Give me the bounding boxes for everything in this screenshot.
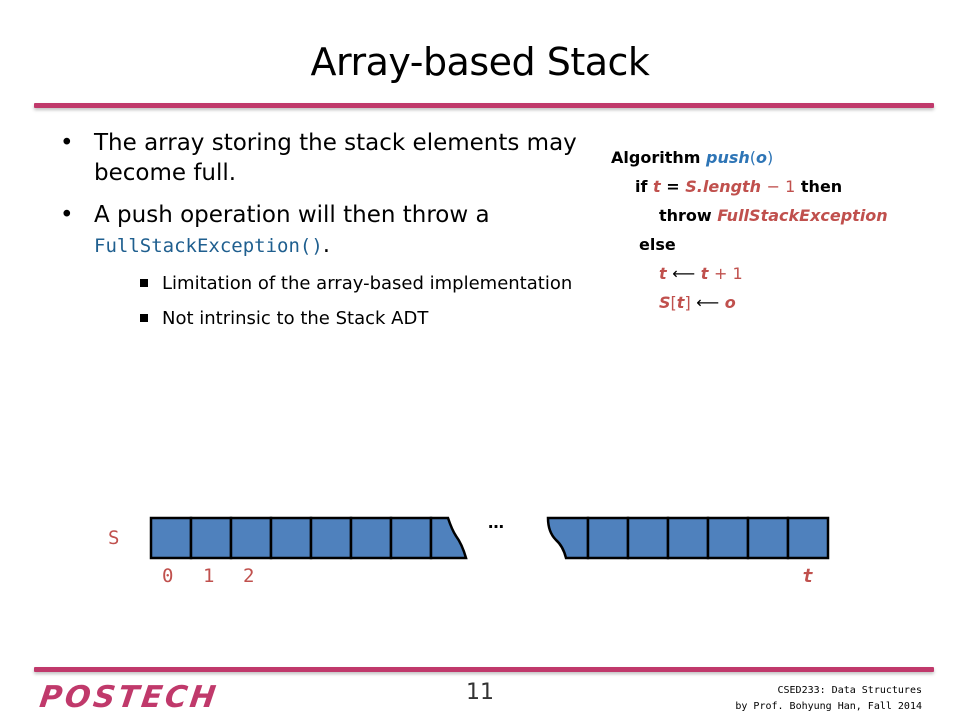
algo-keyword: else bbox=[639, 235, 676, 254]
algo-bracket: [ bbox=[670, 293, 677, 312]
algo-minus: − 1 bbox=[766, 177, 796, 196]
bullet-dot: • bbox=[60, 202, 74, 228]
algo-paren: ( bbox=[749, 148, 756, 167]
bullet-text: The array storing the stack elements may… bbox=[94, 130, 577, 186]
algo-var: t bbox=[653, 177, 661, 196]
algo-expr: S.length bbox=[685, 177, 762, 196]
algo-line-4: else bbox=[611, 230, 888, 259]
bullet-item: • A push operation will then throw a Ful… bbox=[60, 200, 580, 331]
algo-var: S bbox=[659, 293, 671, 312]
algo-function: push bbox=[705, 148, 750, 167]
bullet-list: • The array storing the stack elements m… bbox=[60, 128, 580, 343]
array-cell bbox=[706, 516, 750, 560]
algo-line-3: throw FullStackException bbox=[611, 201, 888, 230]
page-number: 11 bbox=[466, 680, 494, 705]
algo-var: o bbox=[724, 293, 736, 312]
ellipsis: … bbox=[488, 513, 504, 532]
array-cell bbox=[149, 516, 193, 560]
title-divider bbox=[34, 103, 934, 108]
algo-op: = bbox=[666, 177, 680, 196]
assign-arrow: ⟵ bbox=[696, 293, 720, 312]
algo-var: t bbox=[676, 293, 685, 312]
algo-plus: + 1 bbox=[713, 264, 743, 283]
index-label: 1 bbox=[203, 565, 214, 587]
algo-paren: ) bbox=[767, 148, 774, 167]
square-bullet bbox=[140, 279, 148, 287]
array-cell bbox=[586, 516, 630, 560]
algo-line-6: S[t] ⟵ o bbox=[611, 288, 888, 317]
algo-line-1: Algorithm push(o) bbox=[611, 143, 888, 172]
course-credit: CSED233: Data Structures by Prof. Bohyun… bbox=[735, 683, 922, 715]
course-name: CSED233: Data Structures bbox=[777, 685, 923, 696]
index-label: 0 bbox=[162, 565, 173, 587]
top-index-label: t bbox=[802, 565, 813, 587]
sub-bullet-item: Not intrinsic to the Stack ADT bbox=[94, 306, 580, 331]
index-label: 2 bbox=[243, 565, 254, 587]
algo-bracket: ] bbox=[684, 293, 691, 312]
exception-code: FullStackException() bbox=[94, 235, 323, 257]
course-author: by Prof. Bohyung Han, Fall 2014 bbox=[735, 701, 922, 712]
array-label: S bbox=[108, 527, 119, 549]
array-cell bbox=[349, 516, 393, 560]
bullet-item: • The array storing the stack elements m… bbox=[60, 128, 580, 188]
bullet-text: A push operation will then throw a bbox=[94, 202, 490, 228]
algo-keyword: Algorithm bbox=[611, 148, 701, 167]
algo-arg: o bbox=[756, 148, 767, 167]
sub-bullet-text: Limitation of the array-based implementa… bbox=[162, 273, 573, 294]
array-cell bbox=[666, 516, 710, 560]
algo-line-2: if t = S.length − 1 then bbox=[611, 172, 888, 201]
array-cell bbox=[229, 516, 273, 560]
broken-cell-left bbox=[429, 516, 468, 560]
algo-var: t bbox=[700, 264, 709, 283]
bullet-dot: • bbox=[60, 130, 74, 156]
push-algorithm: Algorithm push(o) if t = S.length − 1 th… bbox=[611, 143, 888, 317]
broken-cell-right bbox=[546, 516, 590, 560]
right-array-segment bbox=[546, 516, 830, 560]
sub-bullet-item: Limitation of the array-based implementa… bbox=[94, 271, 580, 296]
array-cell bbox=[786, 516, 830, 560]
square-bullet bbox=[140, 314, 148, 322]
array-cell bbox=[626, 516, 670, 560]
slide-title: Array-based Stack bbox=[310, 40, 650, 84]
array-cell bbox=[269, 516, 313, 560]
array-cell bbox=[189, 516, 233, 560]
algo-line-5: t ⟵ t + 1 bbox=[611, 259, 888, 288]
array-cell bbox=[389, 516, 433, 560]
array-diagram: S … 0 1 2 t bbox=[108, 513, 830, 587]
algo-exception: FullStackException bbox=[717, 206, 888, 225]
bullet-trail: . bbox=[322, 232, 331, 258]
sub-bullet-text: Not intrinsic to the Stack ADT bbox=[162, 308, 429, 329]
algo-keyword: if bbox=[635, 177, 648, 196]
array-cell bbox=[309, 516, 353, 560]
assign-arrow: ⟵ bbox=[672, 264, 696, 283]
algo-keyword: then bbox=[800, 177, 843, 196]
array-cell bbox=[746, 516, 790, 560]
left-array-segment bbox=[149, 516, 468, 560]
footer-divider bbox=[34, 667, 934, 672]
algo-keyword: throw bbox=[659, 206, 712, 225]
algo-var: t bbox=[659, 264, 667, 283]
